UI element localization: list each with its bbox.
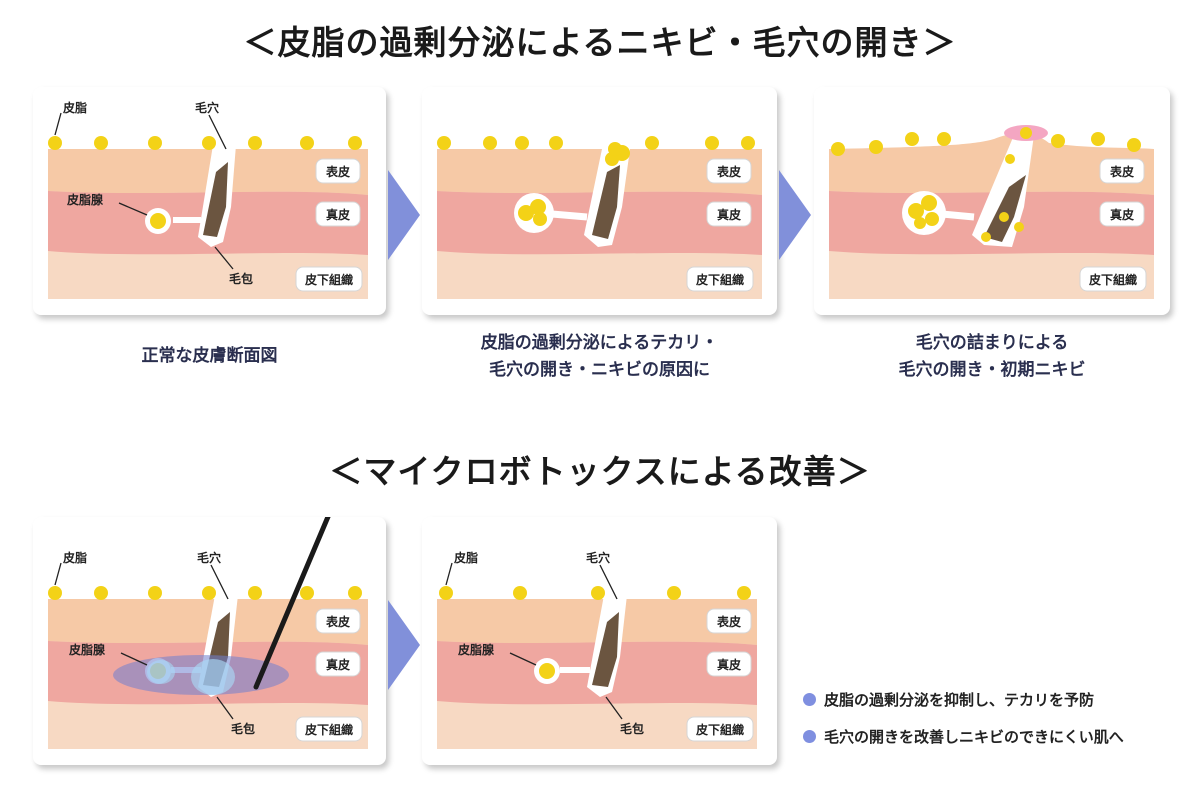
label-epidermis: 表皮: [716, 164, 741, 179]
label-subcutis: 皮下組織: [695, 272, 744, 287]
bullet-dot-icon: [803, 730, 816, 743]
arrow-right-icon: [388, 170, 420, 260]
label-dermis: 真皮: [326, 657, 350, 672]
label-sebum: 皮脂: [62, 550, 87, 565]
panel-excess-sebum: 表皮 真皮 皮下組織: [422, 87, 777, 315]
label-sebum: 皮脂: [453, 550, 478, 565]
heading-top: ＜皮脂の過剰分泌によるニキビ・毛穴の開き＞: [243, 23, 957, 62]
label-pore: 毛穴: [195, 100, 219, 115]
label-pore: 毛穴: [197, 550, 221, 565]
panel-improved: 皮脂 毛穴 皮脂腺 毛包 表皮 真皮 皮下組織: [422, 517, 777, 765]
skin-diagram-normal: 皮脂 毛穴 皮脂腺 毛包 表皮 真皮 皮下組織: [48, 100, 368, 299]
panel-normal-skin: 皮脂 毛穴 皮脂腺 毛包 表皮 真皮 皮下組織: [33, 87, 386, 315]
label-sebaceous-gland: 皮脂腺: [68, 642, 106, 657]
label-dermis: 真皮: [717, 207, 741, 222]
label-sebaceous-gland: 皮脂腺: [66, 192, 104, 207]
label-follicle: 毛包: [231, 721, 255, 736]
label-subcutis: 皮下組織: [1088, 272, 1137, 287]
label-epidermis: 表皮: [325, 164, 350, 179]
caption-excess-sebum-line1: 皮脂の過剰分泌によるテカリ・: [480, 333, 719, 353]
skin-diagram-injection: 皮脂 毛穴 皮脂腺 毛包 表皮 真皮 皮下組織: [48, 517, 368, 749]
label-epidermis: 表皮: [1109, 164, 1134, 179]
panel-injection: 皮脂 毛穴 皮脂腺 毛包 表皮 真皮 皮下組織: [33, 517, 386, 765]
bullet-dot-icon: [803, 693, 816, 706]
arrow-right-icon: [388, 600, 420, 690]
caption-excess-sebum: 皮脂の過剰分泌によるテカリ・ 毛穴の開き・ニキビの原因に: [422, 330, 777, 384]
note-sebum-control: 皮脂の過剰分泌を抑制し、テカリを予防: [803, 689, 1094, 710]
note-text: 毛穴の開きを改善しニキビのできにくい肌へ: [824, 728, 1124, 746]
label-epidermis: 表皮: [716, 614, 741, 629]
skin-diagram-improved: 皮脂 毛穴 皮脂腺 毛包 表皮 真皮 皮下組織: [437, 550, 757, 749]
label-follicle: 毛包: [229, 271, 253, 286]
label-epidermis: 表皮: [325, 614, 350, 629]
panel-clogged-pores: 表皮 真皮 皮下組織: [814, 87, 1170, 315]
label-dermis: 真皮: [717, 657, 741, 672]
label-dermis: 真皮: [326, 207, 350, 222]
label-subcutis: 皮下組織: [304, 722, 353, 737]
label-sebum: 皮脂: [62, 100, 87, 115]
arrow-right-icon: [779, 170, 811, 260]
heading-bottom: ＜マイクロボトックスによる改善＞: [329, 452, 871, 491]
label-follicle: 毛包: [620, 721, 644, 736]
skin-diagram-clogged-pores: 表皮 真皮 皮下組織: [829, 125, 1154, 299]
caption-clogged-line1: 毛穴の詰まりによる: [915, 333, 1069, 353]
label-dermis: 真皮: [1110, 207, 1134, 222]
caption-normal: 正常な皮膚断面図: [141, 346, 278, 366]
label-sebaceous-gland: 皮脂腺: [457, 642, 495, 657]
label-subcutis: 皮下組織: [304, 272, 353, 287]
caption-clogged: 毛穴の詰まりによる 毛穴の開き・初期ニキビ: [814, 330, 1170, 384]
caption-excess-sebum-line2: 毛穴の開き・ニキビの原因に: [489, 360, 710, 380]
label-subcutis: 皮下組織: [695, 722, 744, 737]
note-pore-improve: 毛穴の開きを改善しニキビのできにくい肌へ: [803, 726, 1124, 747]
note-text: 皮脂の過剰分泌を抑制し、テカリを予防: [824, 691, 1095, 709]
label-pore: 毛穴: [586, 550, 610, 565]
skin-diagram-excess-sebum: 表皮 真皮 皮下組織: [437, 136, 762, 299]
caption-clogged-line2: 毛穴の開き・初期ニキビ: [898, 360, 1086, 380]
